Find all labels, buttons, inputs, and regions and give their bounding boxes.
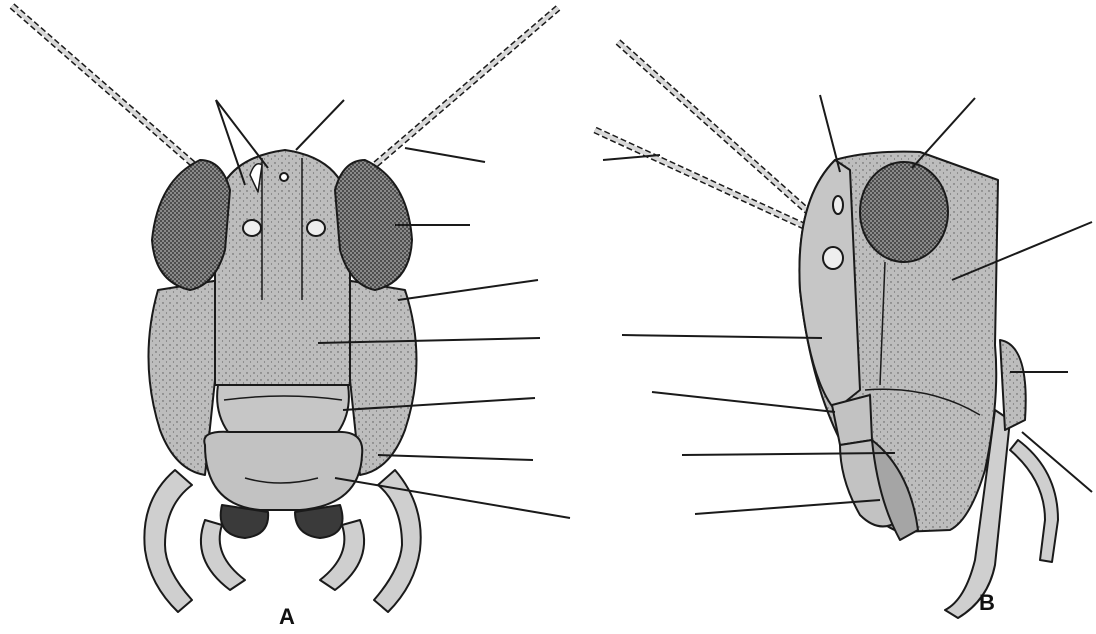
antennal-socket-b xyxy=(823,247,843,269)
clypeus xyxy=(217,385,349,432)
median-ocellus xyxy=(280,173,288,181)
panel-label-b: B xyxy=(979,590,995,616)
clypeus-b xyxy=(832,395,872,445)
panel-b-lateral-view xyxy=(595,42,1092,618)
ocellus-b xyxy=(833,196,843,214)
antennae-b xyxy=(595,42,840,240)
compound-eye-b xyxy=(860,162,948,262)
lateral-ocellus-left xyxy=(243,220,261,236)
frons xyxy=(215,150,351,385)
frons-b xyxy=(799,160,860,410)
labrum xyxy=(204,432,362,510)
panel-a-frontal-view xyxy=(12,6,570,612)
panel-label-a: A xyxy=(279,604,295,630)
lateral-ocellus-right xyxy=(307,220,325,236)
